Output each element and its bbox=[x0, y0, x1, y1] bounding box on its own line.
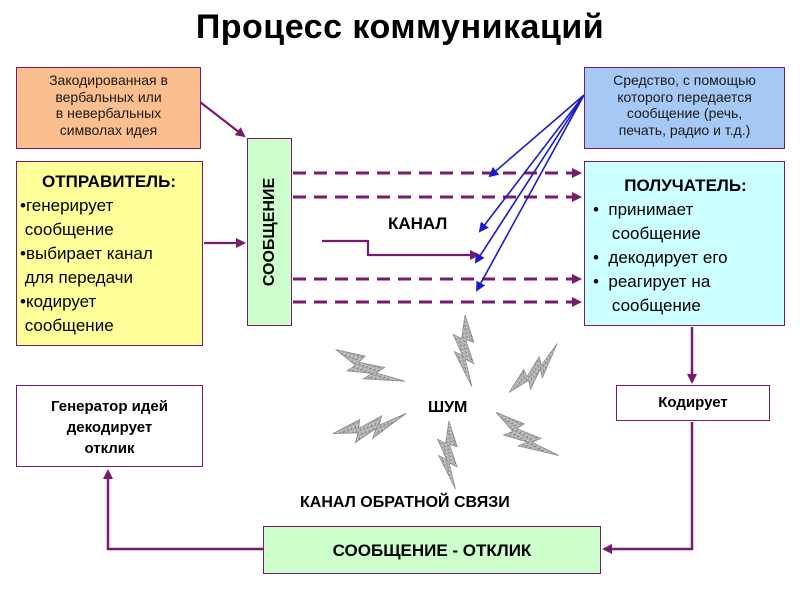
idea-line: в невербальных bbox=[55, 105, 162, 121]
receiver-item: • декодирует его bbox=[593, 248, 728, 267]
medium-line: которого передается bbox=[617, 88, 752, 105]
page-title: Процесс коммуникаций bbox=[195, 8, 605, 46]
idea-generator-box: Генератор идей декодирует отклик bbox=[16, 385, 203, 467]
noise-bolt-icon bbox=[329, 345, 409, 393]
encoded-idea-box: Закодированная в вербальных или в неверб… bbox=[16, 67, 201, 149]
medium-arrow-2 bbox=[478, 94, 585, 233]
encode-box: Кодирует bbox=[616, 385, 770, 421]
sender-item: •выбирает канал bbox=[20, 244, 153, 263]
response-to-generator-arrow bbox=[103, 469, 263, 551]
response-message-box: СООБЩЕНИЕ - ОТКЛИК bbox=[263, 526, 601, 574]
sender-item: сообщение bbox=[20, 220, 114, 239]
idea-to-message-arrow bbox=[199, 101, 246, 138]
sender-heading: ОТПРАВИТЕЛЬ: bbox=[42, 172, 176, 191]
idea-line: символах идея bbox=[59, 121, 158, 138]
receiver-heading: ПОЛУЧАТЕЛЬ: bbox=[624, 176, 747, 195]
receiver-item: сообщение bbox=[593, 296, 701, 315]
medium-box: Средство, с помощью которого передается … bbox=[584, 67, 785, 149]
medium-arrow-3 bbox=[474, 94, 585, 264]
encode-to-response-arrow bbox=[602, 422, 694, 554]
message-label: СООБЩЕНИЕ bbox=[260, 177, 278, 287]
generator-line: декодирует bbox=[66, 419, 153, 436]
idea-line: вербальных или bbox=[55, 88, 162, 105]
noise-bolt-icon bbox=[432, 419, 465, 492]
sender-item: сообщение bbox=[20, 316, 114, 335]
feedback-channel-label: КАНАЛ ОБРАТНОЙ СВЯЗИ bbox=[300, 494, 510, 511]
receiver-item: сообщение bbox=[593, 224, 701, 243]
receiver-item: • реагирует на bbox=[593, 272, 711, 291]
sender-item: •генерирует bbox=[20, 196, 114, 215]
medium-line: сообщение (речь, bbox=[626, 105, 743, 121]
receiver-box: ПОЛУЧАТЕЛЬ: • принимает сообщение • деко… bbox=[584, 161, 785, 326]
idea-line: Закодированная в bbox=[49, 72, 168, 88]
noise-bolt-icon bbox=[506, 337, 566, 404]
receiver-item: • принимает bbox=[593, 200, 694, 219]
sender-item: для передачи bbox=[20, 268, 134, 287]
generator-line: Генератор идей bbox=[51, 398, 168, 415]
sender-item: •кодирует bbox=[20, 292, 97, 311]
noise-label: ШУМ bbox=[428, 399, 468, 416]
message-box: СООБЩЕНИЕ bbox=[247, 138, 292, 326]
medium-line: печать, радио и т.д.) bbox=[618, 121, 751, 138]
sender-box: ОТПРАВИТЕЛЬ: •генерирует сообщение •выби… bbox=[16, 161, 203, 346]
medium-arrow-1 bbox=[488, 94, 585, 178]
channel-arrow bbox=[322, 239, 480, 260]
noise-bolt-icon bbox=[486, 408, 565, 467]
channel-label: КАНАЛ bbox=[388, 214, 448, 233]
noise-bolt-icon bbox=[447, 313, 482, 390]
medium-line: Средство, с помощью bbox=[613, 72, 756, 88]
generator-line: отклик bbox=[84, 440, 135, 457]
noise-bolt-icon bbox=[331, 403, 411, 451]
medium-arrow-4 bbox=[476, 94, 585, 292]
